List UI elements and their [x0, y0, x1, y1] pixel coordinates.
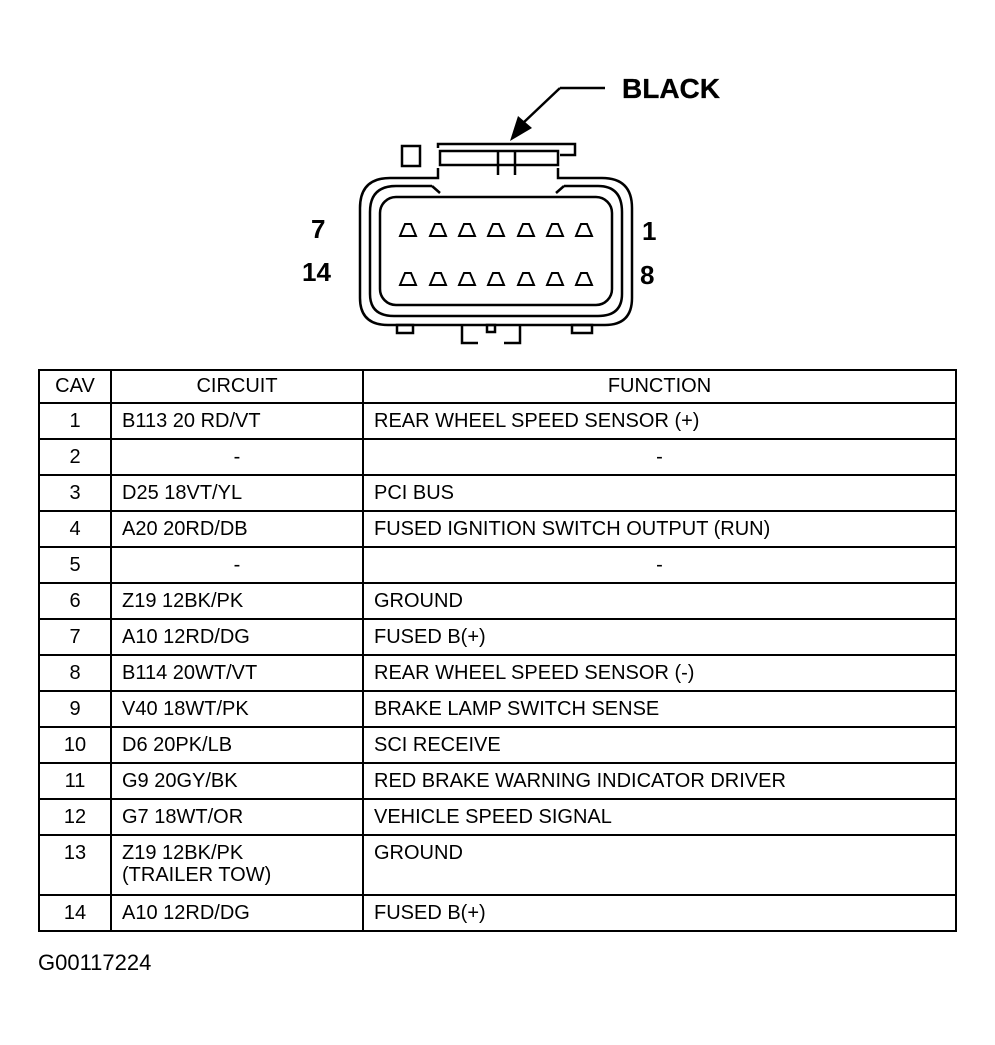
cav-cell: 12 — [38, 798, 112, 836]
function-cell: GROUND — [362, 834, 957, 896]
cav-cell: 14 — [38, 894, 112, 932]
function-cell: FUSED B(+) — [362, 894, 957, 932]
cav-cell: 11 — [38, 762, 112, 800]
circuit-line-1: Z19 12BK/PK — [122, 842, 244, 864]
circuit-cell: G9 20GY/BK — [110, 762, 364, 800]
circuit-line-2: (TRAILER TOW) — [122, 864, 272, 886]
function-cell: VEHICLE SPEED SIGNAL — [362, 798, 957, 836]
circuit-cell: A20 20RD/DB — [110, 510, 364, 548]
table-row: 5 - - — [38, 546, 957, 584]
circuit-cell: A10 12RD/DG — [110, 894, 364, 932]
table-row: 3 D25 18VT/YL PCI BUS — [38, 474, 957, 512]
function-cell: PCI BUS — [362, 474, 957, 512]
circuit-cell: G7 18WT/OR — [110, 798, 364, 836]
table-row: 11 G9 20GY/BK RED BRAKE WARNING INDICATO… — [38, 762, 957, 800]
cav-cell: 13 — [38, 834, 112, 896]
function-cell: RED BRAKE WARNING INDICATOR DRIVER — [362, 762, 957, 800]
circuit-cell: B114 20WT/VT — [110, 654, 364, 692]
header-cav: CAV — [38, 369, 112, 404]
circuit-cell: D6 20PK/LB — [110, 726, 364, 764]
cavity-label-14: 14 — [302, 257, 331, 287]
function-cell: GROUND — [362, 582, 957, 620]
table-row: 1 B113 20 RD/VT REAR WHEEL SPEED SENSOR … — [38, 402, 957, 440]
cav-cell: 10 — [38, 726, 112, 764]
function-cell: FUSED B(+) — [362, 618, 957, 656]
cavity-label-7: 7 — [311, 214, 325, 244]
table-header-row: CAV CIRCUIT FUNCTION — [38, 369, 957, 404]
pin-row-bottom — [398, 272, 594, 286]
circuit-cell: B113 20 RD/VT — [110, 402, 364, 440]
color-callout-leader — [521, 86, 605, 125]
header-function: FUNCTION — [362, 369, 957, 404]
function-cell: REAR WHEEL SPEED SENSOR (-) — [362, 654, 957, 692]
pin-row-top — [398, 223, 594, 237]
cav-cell: 1 — [38, 402, 112, 440]
table-row: 14 A10 12RD/DG FUSED B(+) — [38, 894, 957, 932]
cavity-label-8: 8 — [640, 260, 654, 290]
table-row: 6 Z19 12BK/PK GROUND — [38, 582, 957, 620]
function-cell: BRAKE LAMP SWITCH SENSE — [362, 690, 957, 728]
function-cell: SCI RECEIVE — [362, 726, 957, 764]
cavity-label-1: 1 — [642, 216, 656, 246]
header-circuit: CIRCUIT — [110, 369, 364, 404]
cav-cell: 4 — [38, 510, 112, 548]
table-row: 7 A10 12RD/DG FUSED B(+) — [38, 618, 957, 656]
connector-face-diagram: BLACK — [302, 73, 720, 345]
table-row: 13 Z19 12BK/PK (TRAILER TOW) GROUND — [38, 834, 957, 896]
cav-cell: 9 — [38, 690, 112, 728]
table-row: 8 B114 20WT/VT REAR WHEEL SPEED SENSOR (… — [38, 654, 957, 692]
connector-pinout-table: CAV CIRCUIT FUNCTION 1 B113 20 RD/VT REA… — [38, 369, 957, 932]
circuit-cell: - — [110, 438, 364, 476]
cav-cell: 3 — [38, 474, 112, 512]
table-row: 9 V40 18WT/PK BRAKE LAMP SWITCH SENSE — [38, 690, 957, 728]
cav-cell: 6 — [38, 582, 112, 620]
function-cell: REAR WHEEL SPEED SENSOR (+) — [362, 402, 957, 440]
connector-body — [358, 142, 634, 345]
table-row: 10 D6 20PK/LB SCI RECEIVE — [38, 726, 957, 764]
circuit-cell: - — [110, 546, 364, 584]
connector-color-label: BLACK — [622, 73, 720, 104]
circuit-cell: Z19 12BK/PK — [110, 582, 364, 620]
cav-cell: 2 — [38, 438, 112, 476]
table-row: 4 A20 20RD/DB FUSED IGNITION SWITCH OUTP… — [38, 510, 957, 548]
table-row: 2 - - — [38, 438, 957, 476]
cav-cell: 8 — [38, 654, 112, 692]
figure-id: G00117224 — [38, 950, 152, 975]
function-cell: - — [362, 438, 957, 476]
circuit-cell: D25 18VT/YL — [110, 474, 364, 512]
callout-arrowhead — [510, 116, 532, 141]
function-cell: - — [362, 546, 957, 584]
function-cell: FUSED IGNITION SWITCH OUTPUT (RUN) — [362, 510, 957, 548]
circuit-cell: Z19 12BK/PK (TRAILER TOW) — [110, 834, 364, 896]
circuit-cell: A10 12RD/DG — [110, 618, 364, 656]
table-row: 12 G7 18WT/OR VEHICLE SPEED SIGNAL — [38, 798, 957, 836]
cav-cell: 7 — [38, 618, 112, 656]
circuit-cell: V40 18WT/PK — [110, 690, 364, 728]
cav-cell: 5 — [38, 546, 112, 584]
